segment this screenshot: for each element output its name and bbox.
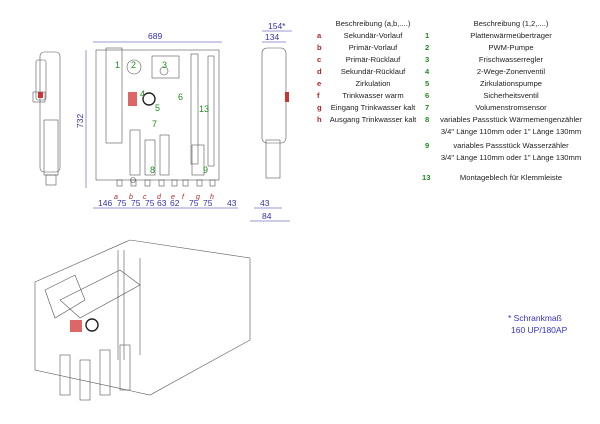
- dim-bottom: 75: [189, 198, 199, 208]
- letter-desc: Sekundär-Vorlauf: [343, 31, 403, 40]
- number-desc: Sicherheitsventil: [483, 91, 539, 100]
- number-desc: Volumenstromsensor: [475, 103, 547, 112]
- label-8: 8: [150, 165, 155, 175]
- letter-key: c: [317, 55, 322, 64]
- conn-f: f: [182, 194, 185, 201]
- number-desc-detail: 3/4" Länge 110mm oder 1" Länge 130mm: [440, 153, 582, 162]
- number-key: 4: [425, 67, 430, 76]
- number-key: 6: [425, 91, 430, 100]
- conn-g: g: [196, 194, 200, 201]
- number-desc: variables Passstück Wasserzähler: [453, 141, 569, 150]
- letter-desc: Primär-Rücklauf: [345, 55, 401, 64]
- number-key: 8: [425, 115, 430, 124]
- dim-bottom: 63: [157, 198, 167, 208]
- label-3: 3: [162, 60, 167, 70]
- conn-a: a: [114, 194, 118, 201]
- label-4: 4: [140, 89, 145, 99]
- letter-desc: Trinkwasser warm: [342, 91, 404, 100]
- dim-width: 689: [148, 31, 162, 41]
- note-line1: * Schrankmaß: [508, 313, 562, 323]
- number-desc-detail: 3/4" Länge 110mm oder 1" Länge 130mm: [440, 127, 582, 136]
- dim-bottom: 75: [117, 198, 127, 208]
- label-9: 9: [203, 165, 208, 175]
- number-key: 3: [425, 55, 430, 64]
- letter-key: e: [317, 79, 322, 88]
- connection-stubs: [116, 179, 216, 187]
- number-key: 7: [425, 103, 430, 112]
- letter-key: h: [317, 115, 322, 124]
- note-line2: 160 UP/180AP: [511, 325, 568, 335]
- dim-side-top2: 134: [265, 32, 279, 42]
- letter-key: g: [317, 103, 322, 112]
- dimension-lines: 689 732 146 75 75 75 63 62 75 75 43 154*…: [75, 21, 292, 222]
- dim-bottom: 62: [170, 198, 180, 208]
- number-key: 1: [425, 31, 430, 40]
- number-desc: 2-Wege-Zonenventil: [476, 67, 546, 76]
- numbers-header: Beschreibung (1,2,....): [473, 19, 549, 28]
- letter-key: d: [317, 67, 322, 76]
- number-desc: Montageblech für Klemmleiste: [459, 173, 563, 182]
- number-key: 5: [425, 79, 430, 88]
- number-desc: Zirkulationspumpe: [479, 79, 543, 88]
- label-6: 6: [178, 92, 183, 102]
- conn-d: d: [157, 194, 162, 201]
- left-side-view: [32, 51, 61, 186]
- number-desc: Plattenwärmeübertrager: [470, 31, 552, 40]
- number-key: 9: [425, 141, 430, 150]
- number-key: 2: [425, 43, 430, 52]
- label-13: 13: [199, 104, 209, 114]
- number-desc: PWM-Pumpe: [488, 43, 534, 52]
- label-5: 5: [155, 103, 160, 113]
- letter-desc: Eingang Trinkwasser kalt: [330, 103, 416, 112]
- conn-c: c: [143, 194, 147, 201]
- dim-side-bottom: 43: [260, 198, 270, 208]
- dim-bottom: 75: [131, 198, 141, 208]
- letter-desc: Zirkulation: [355, 79, 391, 88]
- conn-b: b: [129, 194, 133, 201]
- dim-bottom: 146: [98, 198, 112, 208]
- number-key: 13: [422, 173, 431, 182]
- dim-bottom: 43: [227, 198, 237, 208]
- letters-header: Beschreibung (a,b,....): [335, 19, 411, 28]
- letter-key: b: [317, 43, 322, 52]
- front-view: 1 2 3 4 5 6 7 8 9 13 a b c d e f g h: [95, 47, 220, 201]
- dim-height: 732: [75, 114, 85, 128]
- letter-key: f: [317, 91, 320, 100]
- conn-h: h: [210, 194, 214, 201]
- number-desc: Frischwasserregler: [478, 55, 544, 64]
- dim-bottom: 75: [203, 198, 213, 208]
- conn-e: e: [171, 194, 175, 201]
- number-desc: variables Passstück Wärmemengenzähler: [440, 115, 582, 124]
- dim-side-bottom2: 84: [262, 211, 272, 221]
- label-1: 1: [115, 60, 120, 70]
- letter-desc: Sekundär-Rücklauf: [340, 67, 406, 76]
- letter-desc: Ausgang Trinkwasser kalt: [329, 115, 417, 124]
- label-2: 2: [131, 60, 136, 70]
- cabinet-note: * Schrankmaß 160 UP/180AP: [508, 312, 567, 336]
- dim-side-top: 154*: [268, 21, 286, 31]
- letter-key: a: [317, 31, 322, 40]
- label-7: 7: [152, 119, 157, 129]
- isometric-view: [34, 239, 251, 401]
- letter-desc: Primär-Vorlauf: [348, 43, 398, 52]
- dim-bottom: 75: [145, 198, 155, 208]
